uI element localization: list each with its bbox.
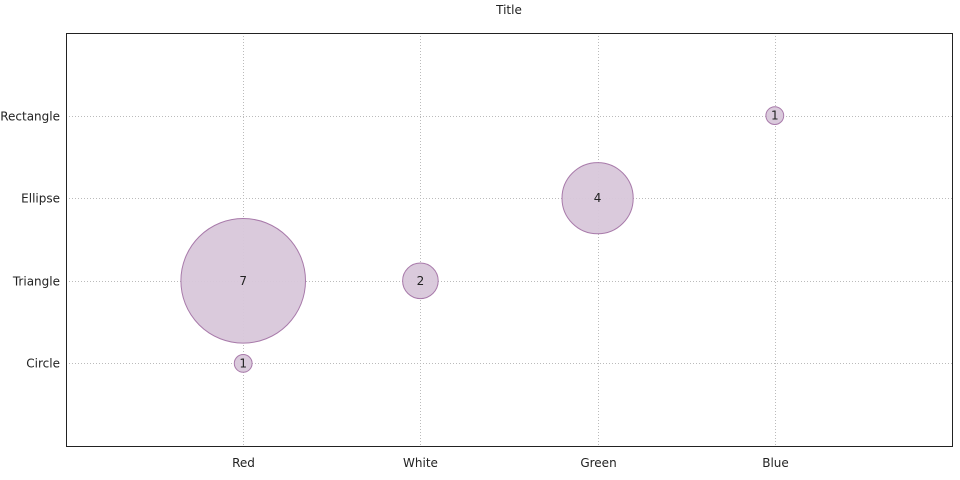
x-tick-label: Red: [232, 456, 255, 470]
chart-title: Title: [495, 3, 522, 17]
y-tick-label: Triangle: [12, 275, 60, 289]
bubble[interactable]: [180, 217, 306, 344]
bubble[interactable]: [765, 106, 785, 125]
y-tick-label: Rectangle: [0, 110, 60, 124]
bubble-label: 7: [239, 274, 247, 288]
y-tick-label: Ellipse: [21, 192, 60, 206]
bubble-label: 1: [239, 356, 247, 370]
y-tick-label: Circle: [26, 357, 60, 371]
x-tick-label: White: [403, 456, 438, 470]
bubble-label: 4: [594, 191, 602, 205]
bubble[interactable]: [233, 354, 253, 373]
x-tick-label: Green: [580, 456, 616, 470]
bubble-label: 2: [417, 274, 425, 288]
bubble-label: 1: [771, 109, 779, 123]
plot-frame: [66, 33, 953, 447]
bubble[interactable]: [561, 162, 634, 235]
x-tick-label: Blue: [762, 456, 789, 470]
bubble[interactable]: [402, 262, 439, 300]
